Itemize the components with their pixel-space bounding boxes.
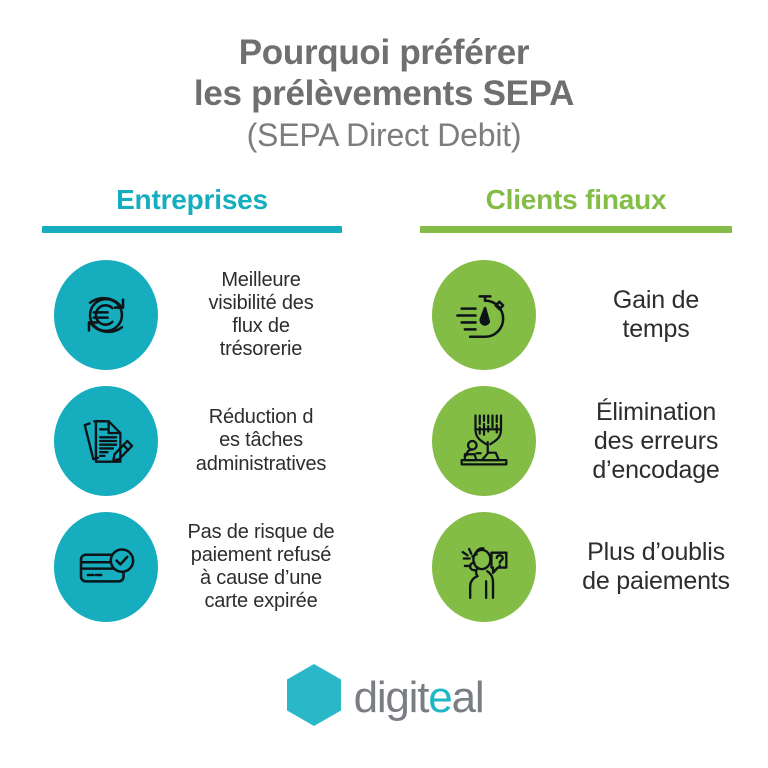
list-item: Élimination des erreurs d’encodage [384, 378, 768, 504]
title-line-3: (SEPA Direct Debit) [246, 116, 522, 153]
list-item: Réduction d es tâches administratives [0, 378, 384, 504]
title-line-2: les prélèvements SEPA [193, 74, 575, 114]
confused-person-icon [432, 512, 536, 622]
list-item: Gain de temps [384, 252, 768, 378]
list-item-label: Pas de risque de paiement refusé à cause… [187, 520, 335, 613]
list-item-label: Plus d’oublis de paiements [582, 538, 730, 595]
list-item: Plus d’oublis de paiements [384, 504, 768, 630]
benefit-list-clients-finaux: Gain de temps [384, 252, 768, 630]
list-item-label: Réduction d es tâches administratives [195, 406, 327, 475]
column-clients-finaux: Clients finaux Gain de [384, 186, 768, 630]
page-title: Pourquoi préférer les prélèvements SEPA … [0, 32, 768, 155]
logo-text-suffix: al [451, 672, 485, 722]
brand-logo: digiteal [0, 663, 768, 732]
data-entry-person-icon [432, 386, 536, 496]
list-item-label: Gain de temps [612, 286, 700, 343]
logo-text-accent: e [428, 672, 452, 722]
credit-card-check-icon [54, 512, 158, 622]
list-item: Pas de risque de paiement refusé à cause… [0, 504, 384, 630]
benefits-columns: Entreprises Meilleure [0, 186, 768, 630]
documents-pencil-icon [54, 386, 158, 496]
logo-text-primary: digit [353, 672, 430, 722]
list-item-label: Meilleure visibilité des flux de trésore… [208, 268, 314, 361]
hexagon-logo-icon [285, 663, 343, 732]
column-entreprises: Entreprises Meilleure [0, 186, 384, 630]
brand-logo-text: digiteal [353, 672, 485, 722]
column-header-entreprises: Entreprises [116, 184, 268, 215]
title-line-1: Pourquoi préférer [238, 33, 530, 72]
column-rule-clients-finaux [420, 226, 732, 233]
column-header-clients-finaux: Clients finaux [485, 184, 667, 215]
list-item: Meilleure visibilité des flux de trésore… [0, 252, 384, 378]
euro-cycle-icon [54, 260, 158, 370]
benefit-list-entreprises: Meilleure visibilité des flux de trésore… [0, 252, 384, 630]
list-item-label: Élimination des erreurs d’encodage [592, 397, 720, 484]
column-rule-entreprises [42, 226, 342, 233]
fast-stopwatch-icon [432, 260, 536, 370]
